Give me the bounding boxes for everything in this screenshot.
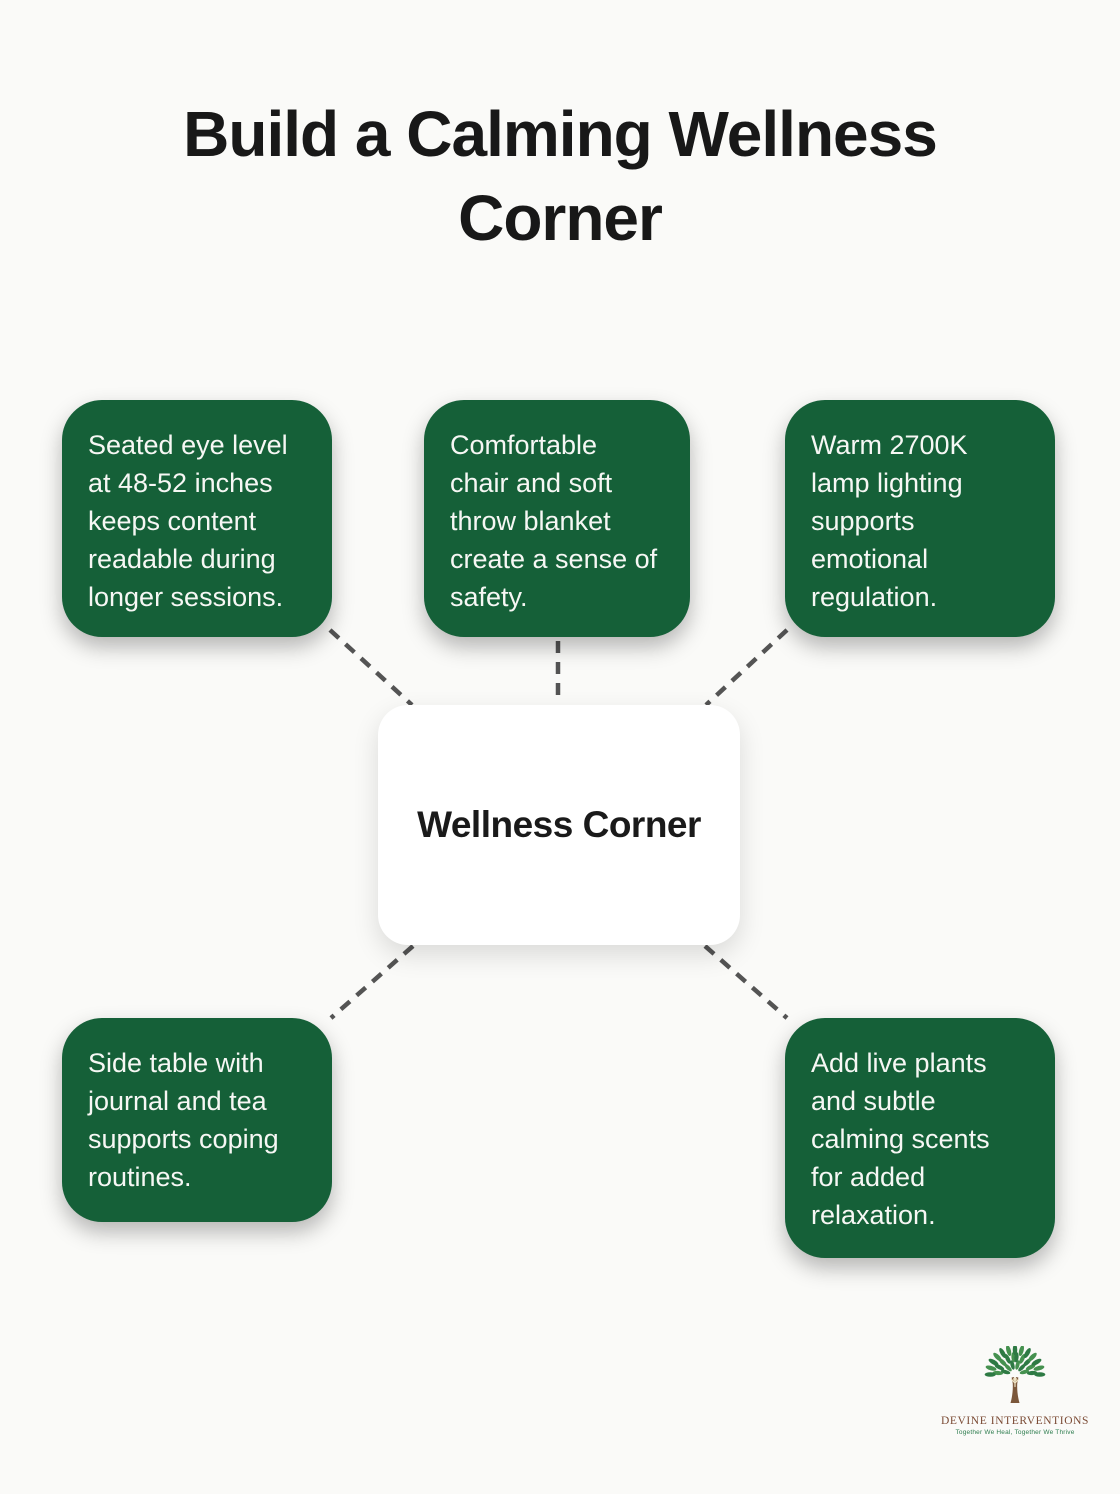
- info-card-text: Add live plants and subtle calming scent…: [811, 1048, 990, 1230]
- connector-line: [328, 628, 414, 707]
- connector-line: [329, 944, 415, 1020]
- brand-name: DEVINE INTERVENTIONS: [940, 1415, 1090, 1427]
- center-node: Wellness Corner: [378, 705, 740, 945]
- center-node-label: Wellness Corner: [417, 804, 701, 845]
- info-card-text: Warm 2700K lamp lighting supports emotio…: [811, 430, 968, 612]
- info-card-text: Comfortable chair and soft throw blanket…: [450, 430, 658, 612]
- info-card-top-left: Seated eye level at 48-52 inches keeps c…: [62, 400, 332, 637]
- info-card-top-center: Comfortable chair and soft throw blanket…: [424, 400, 690, 637]
- info-card-text: Side table with journal and tea supports…: [88, 1048, 279, 1192]
- brand-logo: DEVINE INTERVENTIONS Together We Heal, T…: [930, 1346, 1100, 1436]
- info-card-text: Seated eye level at 48-52 inches keeps c…: [88, 430, 288, 612]
- info-card-bottom-right: Add live plants and subtle calming scent…: [785, 1018, 1055, 1258]
- tree-with-person-icon: [984, 1346, 1046, 1403]
- brand-tagline: Together We Heal, Together We Thrive: [955, 1429, 1075, 1436]
- info-card-bottom-left: Side table with journal and tea supports…: [62, 1018, 332, 1222]
- page-title: Build a Calming Wellness Corner: [183, 98, 938, 255]
- connector-line: [704, 628, 789, 707]
- info-card-top-right: Warm 2700K lamp lighting supports emotio…: [785, 400, 1055, 637]
- connector-line: [703, 944, 789, 1020]
